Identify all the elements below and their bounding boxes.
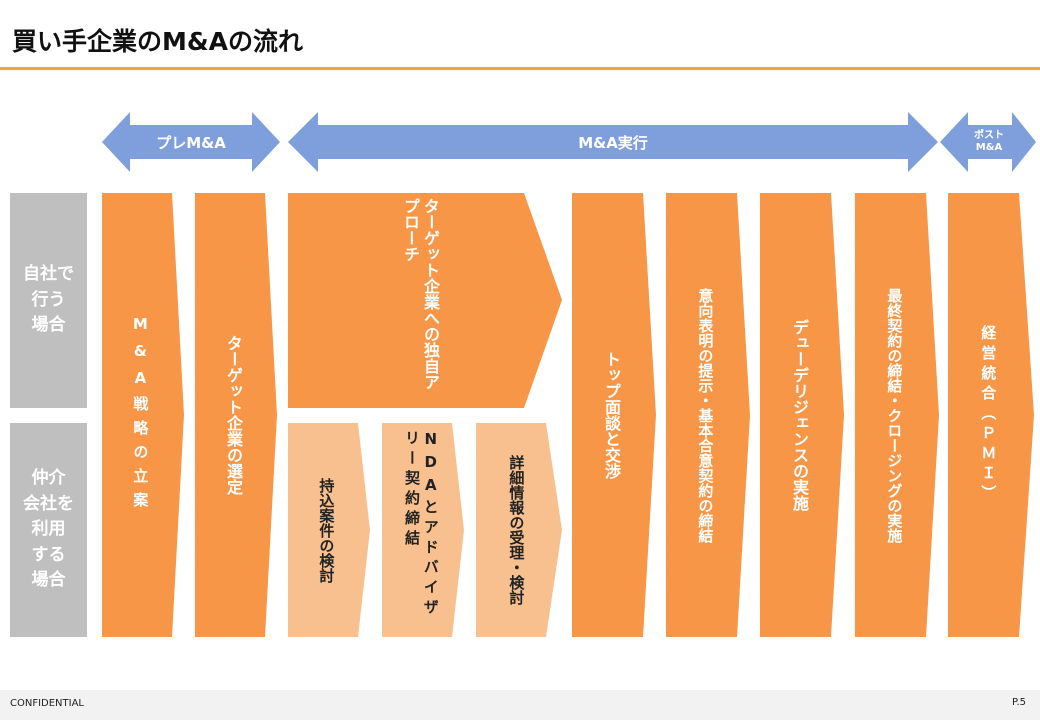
- step-dd-shape: [760, 193, 844, 637]
- ma-execution-label: M&A実行: [578, 133, 648, 152]
- step-loi-shape: [666, 193, 750, 637]
- step-closing-shape: [855, 193, 939, 637]
- step-info-review-shape: [476, 423, 562, 637]
- footer-bar: [0, 690, 1040, 720]
- step-proposal-shape: [288, 423, 370, 637]
- footer-confidential: CONFIDENTIAL: [10, 698, 85, 709]
- step-strategy-shape: [102, 193, 184, 637]
- page-title: 買い手企業のM&Aの流れ: [12, 27, 304, 56]
- pre-ma-arrow: [102, 112, 280, 172]
- step-top-meeting-label: トップ面談と交渉: [602, 351, 621, 479]
- step-pmi-shape: [948, 193, 1034, 637]
- step-pmi-label: 経営統合（ＰＭＩ）: [979, 325, 998, 505]
- self-case-box: [10, 193, 87, 408]
- step-target-select-label: ターゲット企業の選定: [224, 335, 243, 495]
- post-ma-label: ポスト M&A: [974, 129, 1004, 154]
- page-number: P.5: [1011, 697, 1026, 708]
- broker-case-box: [10, 423, 87, 637]
- step-target-select-shape: [195, 193, 277, 637]
- broker-case-label: 仲介 会社を 利用 する 場合: [23, 468, 74, 591]
- ma-execution-arrow: [288, 112, 938, 172]
- step-loi-label: 意向表明の提示・基本合意契約の締結: [696, 287, 715, 543]
- self-case-label: 自社で 行う 場合: [23, 264, 74, 336]
- pre-ma-label: プレM&A: [156, 133, 226, 152]
- step-nda-label: NDAとアドバイザリー契約締結: [403, 430, 440, 619]
- step-top-meeting-shape: [572, 193, 656, 637]
- step-proposal-label: 持込案件の検討: [317, 477, 336, 583]
- step-dd-label: デューデリジェンスの実施: [790, 319, 809, 511]
- post-ma-arrow: [940, 112, 1036, 172]
- step-closing-label: 最終契約の締結・クロージングの実施: [885, 287, 904, 543]
- step-strategy-label: M&A戦略の立案: [131, 314, 150, 516]
- step-direct-approach-shape: [288, 193, 562, 408]
- step-nda-shape: [382, 423, 464, 637]
- step-info-review-label: 詳細情報の受理・検討: [507, 455, 526, 605]
- title-underline: [0, 67, 1040, 70]
- step-direct-approach-label: ターゲット企業への独自アプローチ: [401, 198, 440, 390]
